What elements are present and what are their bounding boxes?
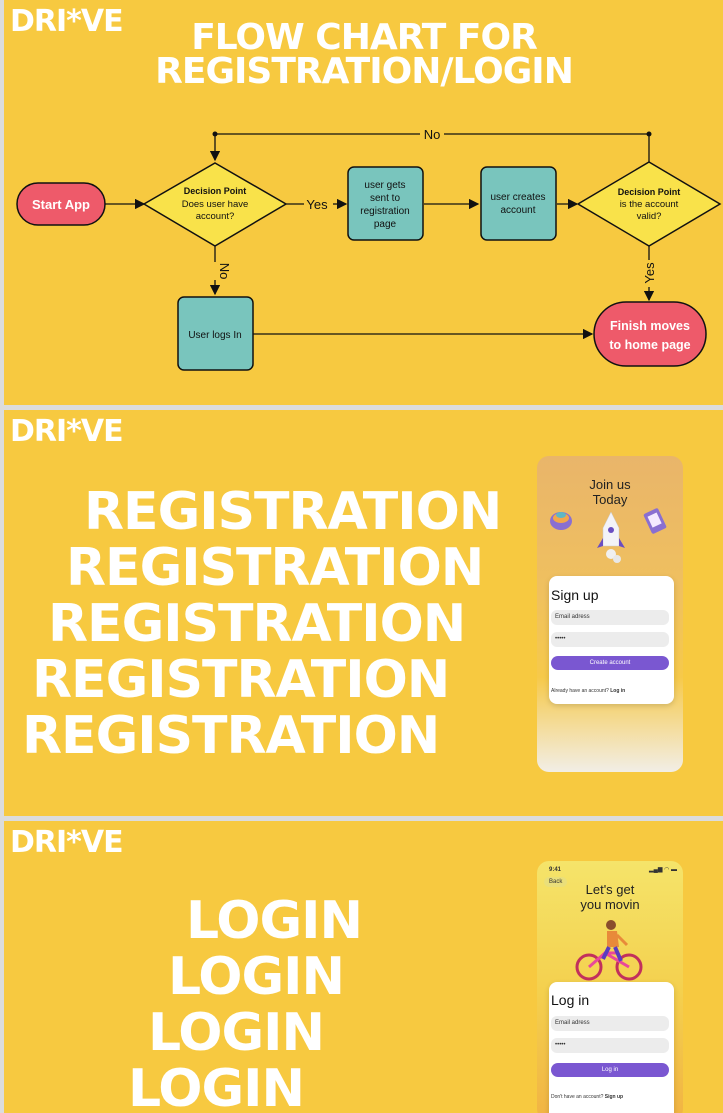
signup-footer-text: Already have an account? Log in xyxy=(551,688,626,694)
login-phone-mockup: 9:41 ▂▄▆ ◠ ▬ Back Let's get you movin Lo… xyxy=(537,861,683,1113)
registration-word-2: REGISTRATION xyxy=(66,538,484,598)
registration-word-5: REGISTRATION xyxy=(22,706,440,766)
decision1-body1: Does user have xyxy=(182,199,249,210)
no-label-top: No xyxy=(424,127,441,142)
svg-text:registration: registration xyxy=(360,206,409,217)
svg-text:is the account: is the account xyxy=(620,199,679,210)
login-footer-text: Don't have an account? Sign up xyxy=(551,1094,624,1100)
login-heading-2: you movin xyxy=(580,897,640,912)
signup-card: Sign up Email adress ••••• Create accoun… xyxy=(549,576,674,704)
login-link[interactable]: Log in xyxy=(610,688,626,694)
registration-word-3: REGISTRATION xyxy=(48,594,466,654)
create-account-button[interactable]: Create account xyxy=(551,656,669,670)
signup-password-field[interactable]: ••••• xyxy=(551,632,669,647)
decision1-diamond xyxy=(142,162,288,247)
yes-label-1: Yes xyxy=(306,197,328,212)
no-label-1: No xyxy=(217,263,232,280)
brand-logo: DRI*VE xyxy=(10,4,124,39)
svg-text:account: account xyxy=(500,205,535,216)
arrow-decision2-no-loop-a xyxy=(444,133,650,162)
status-icons: ▂▄▆ ◠ ▬ xyxy=(649,867,678,873)
signup-phone-mockup: Join us Today Sign up Email adress •••••… xyxy=(537,456,683,772)
svg-text:page: page xyxy=(374,219,397,230)
svg-text:user gets: user gets xyxy=(364,180,405,191)
decision1-head: Decision Point xyxy=(184,186,247,196)
login-word-4: LOGIN xyxy=(128,1059,305,1113)
flowchart-title-line1: FLOW CHART FOR xyxy=(191,17,538,58)
process-sent-to-registration xyxy=(347,166,424,241)
login-word-2: LOGIN xyxy=(168,947,345,1007)
registration-word-4: REGISTRATION xyxy=(32,650,450,710)
signup-title: Sign up xyxy=(551,587,599,603)
svg-text:Finish moves: Finish moves xyxy=(610,319,690,333)
svg-text:user creates: user creates xyxy=(490,192,545,203)
login-card: Log in Email adress ••••• Log in Don't h… xyxy=(549,982,674,1113)
process-user-creates-account xyxy=(480,166,557,241)
login-password-field[interactable]: ••••• xyxy=(551,1038,669,1053)
login-word-1: LOGIN xyxy=(186,891,363,951)
login-button[interactable]: Log in xyxy=(551,1063,669,1077)
join-us-heading-1: Join us xyxy=(589,477,631,492)
signup-link[interactable]: Sign up xyxy=(604,1094,624,1100)
status-time: 9:41 xyxy=(549,867,562,873)
svg-text:to home page: to home page xyxy=(609,338,690,352)
rocket-illustration xyxy=(550,508,667,563)
brand-logo: DRI*VE xyxy=(10,825,124,860)
login-heading-1: Let's get xyxy=(585,882,635,897)
flowchart-title-line2: REGISTRATION/LOGIN xyxy=(155,51,574,92)
join-us-heading-2: Today xyxy=(592,492,628,507)
svg-text:Decision Point: Decision Point xyxy=(618,187,681,197)
svg-text:User logs In: User logs In xyxy=(188,330,241,341)
start-label: Start App xyxy=(32,197,90,212)
registration-word-1: REGISTRATION xyxy=(84,482,502,542)
brand-logo: DRI*VE xyxy=(10,414,124,449)
login-word-3: LOGIN xyxy=(148,1003,325,1063)
flowchart-panel: DRI*VE FLOW CHART FOR REGISTRATION/LOGIN… xyxy=(4,0,723,405)
svg-text:sent to: sent to xyxy=(370,193,400,204)
yes-label-2: Yes xyxy=(642,262,657,284)
login-title: Log in xyxy=(551,992,590,1008)
signup-email-field[interactable]: Email adress xyxy=(551,610,669,625)
login-panel: DRI*VE LOGIN LOGIN LOGIN LOGIN 9:41 ▂▄▆ … xyxy=(4,821,723,1113)
decision1-body2: account? xyxy=(196,211,235,222)
svg-text:valid?: valid? xyxy=(637,211,662,222)
flowchart-diagram: Start App Decision Point Does user have … xyxy=(16,127,722,371)
back-button[interactable]: Back xyxy=(544,877,568,887)
start-terminal xyxy=(16,182,106,226)
login-email-field[interactable]: Email adress xyxy=(551,1016,669,1031)
arrow-decision2-no-loop-b xyxy=(209,133,420,162)
registration-panel: DRI*VE REGISTRATION REGISTRATION REGISTR… xyxy=(4,410,723,816)
process-user-logs-in xyxy=(177,296,254,371)
cyclist-illustration xyxy=(575,920,643,981)
finish-terminal xyxy=(593,301,707,367)
decision2-diamond xyxy=(576,161,722,247)
